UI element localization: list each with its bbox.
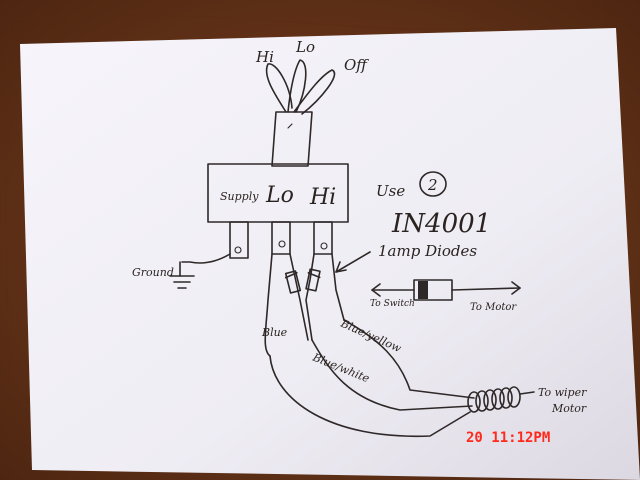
terminal-screw-hi	[320, 242, 328, 250]
terminal-hi	[313, 221, 333, 255]
diodes-on-switch	[284, 268, 321, 294]
label-use: Use	[376, 182, 405, 200]
terminal-supply	[229, 221, 249, 259]
label-off-top: Off	[344, 56, 369, 74]
count-circle	[419, 171, 447, 197]
label-lo-box: Lo	[265, 183, 294, 208]
label-to-wiper-motor-line2: Motor	[551, 402, 587, 415]
label-part-number: IN4001	[391, 209, 491, 239]
terminal-screw-supply	[234, 246, 242, 254]
camera-timestamp: 20 11:12PM	[466, 430, 550, 446]
wires	[264, 253, 345, 357]
terminal-screw-lo	[278, 240, 286, 248]
label-to-wiper-motor-line1: To wiper	[538, 386, 587, 399]
motor-wires	[269, 319, 475, 438]
label-ground: Ground	[132, 266, 174, 279]
label-hi-top: Hi	[255, 48, 274, 66]
terminal-lo	[271, 221, 291, 255]
diode-pointer-arrow	[335, 251, 371, 273]
label-wire-blue: Blue	[261, 326, 288, 339]
label-hi-box: Hi	[309, 185, 336, 210]
motor-coil	[467, 386, 535, 413]
label-lo-top: Lo	[295, 38, 315, 56]
label-to-switch: To Switch	[370, 299, 415, 309]
label-diode-desc: 1amp Diodes	[378, 242, 477, 260]
terminals	[229, 221, 333, 259]
switch-handle	[265, 59, 336, 167]
diode-hi	[305, 268, 321, 292]
diode-detail	[371, 279, 521, 301]
ground-connection	[169, 253, 231, 289]
label-supply: Supply	[220, 190, 259, 203]
label-to-motor: To Motor	[470, 302, 517, 313]
diode-lo	[284, 270, 302, 294]
label-use-count: 2	[427, 176, 438, 194]
